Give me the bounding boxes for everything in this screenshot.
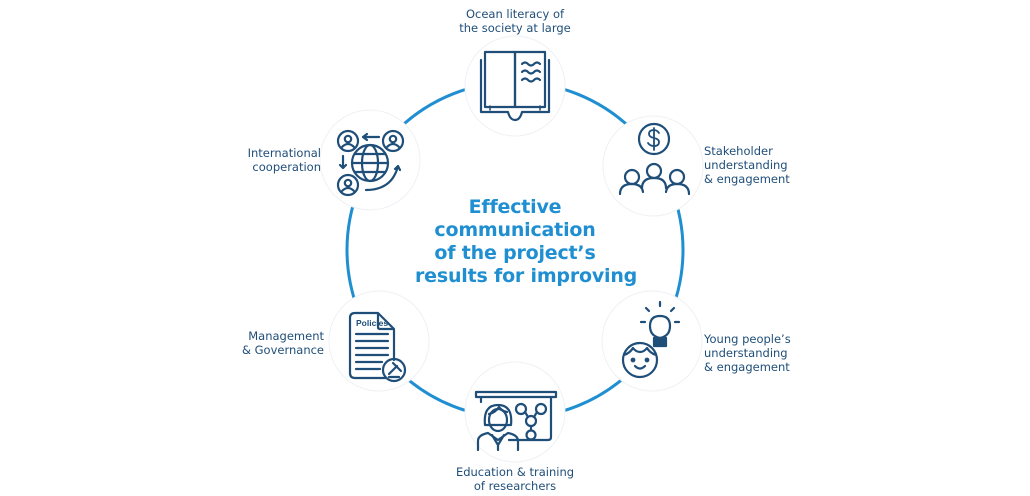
label-line: Young people’s bbox=[704, 332, 791, 346]
label-line: International bbox=[247, 146, 321, 160]
center-title: Effective communication of the project’s… bbox=[415, 196, 638, 288]
node-bg-international bbox=[319, 109, 421, 211]
label-line: understanding bbox=[704, 346, 788, 360]
node-bg-education bbox=[464, 361, 566, 463]
label-line: & engagement bbox=[704, 172, 790, 186]
label-line: Education & training bbox=[455, 465, 575, 479]
policies-heading: Policies bbox=[356, 318, 388, 328]
node-bg-stakeholder bbox=[602, 115, 704, 217]
center-title-line: communication bbox=[434, 219, 596, 241]
label-stakeholder: Stakeholder understanding & engagement bbox=[704, 144, 790, 186]
label-international: International cooperation bbox=[230, 146, 321, 174]
open-book-waves-icon bbox=[479, 50, 551, 122]
label-line: & engagement bbox=[704, 360, 790, 374]
label-line: & Governance bbox=[242, 343, 324, 357]
child-lightbulb-icon bbox=[621, 300, 681, 379]
label-line: of researchers bbox=[473, 479, 557, 493]
center-title-line: of the project’s bbox=[434, 242, 596, 264]
label-education: Education & training of researchers bbox=[440, 465, 590, 493]
label-young-people: Young people’s understanding & engagemen… bbox=[704, 332, 791, 374]
globe-people-exchange-icon bbox=[336, 129, 405, 197]
center-title-line: results for improving bbox=[415, 265, 638, 287]
label-line: Stakeholder bbox=[704, 144, 773, 158]
center-title-line: Effective bbox=[468, 196, 562, 218]
label-line: Ocean literacy of bbox=[465, 7, 565, 21]
label-ocean-literacy: Ocean literacy of the society at large bbox=[445, 7, 585, 35]
node-bg-young-people bbox=[601, 290, 703, 392]
label-line: the society at large bbox=[459, 21, 571, 35]
label-line: understanding bbox=[704, 158, 788, 172]
label-line: cooperation bbox=[252, 160, 321, 174]
label-management: Management & Governance bbox=[222, 329, 324, 357]
teacher-whiteboard-icon bbox=[474, 390, 558, 452]
dollar-people-icon bbox=[618, 122, 691, 196]
label-line: Management bbox=[248, 329, 324, 343]
policies-document-gavel-icon bbox=[348, 311, 407, 383]
